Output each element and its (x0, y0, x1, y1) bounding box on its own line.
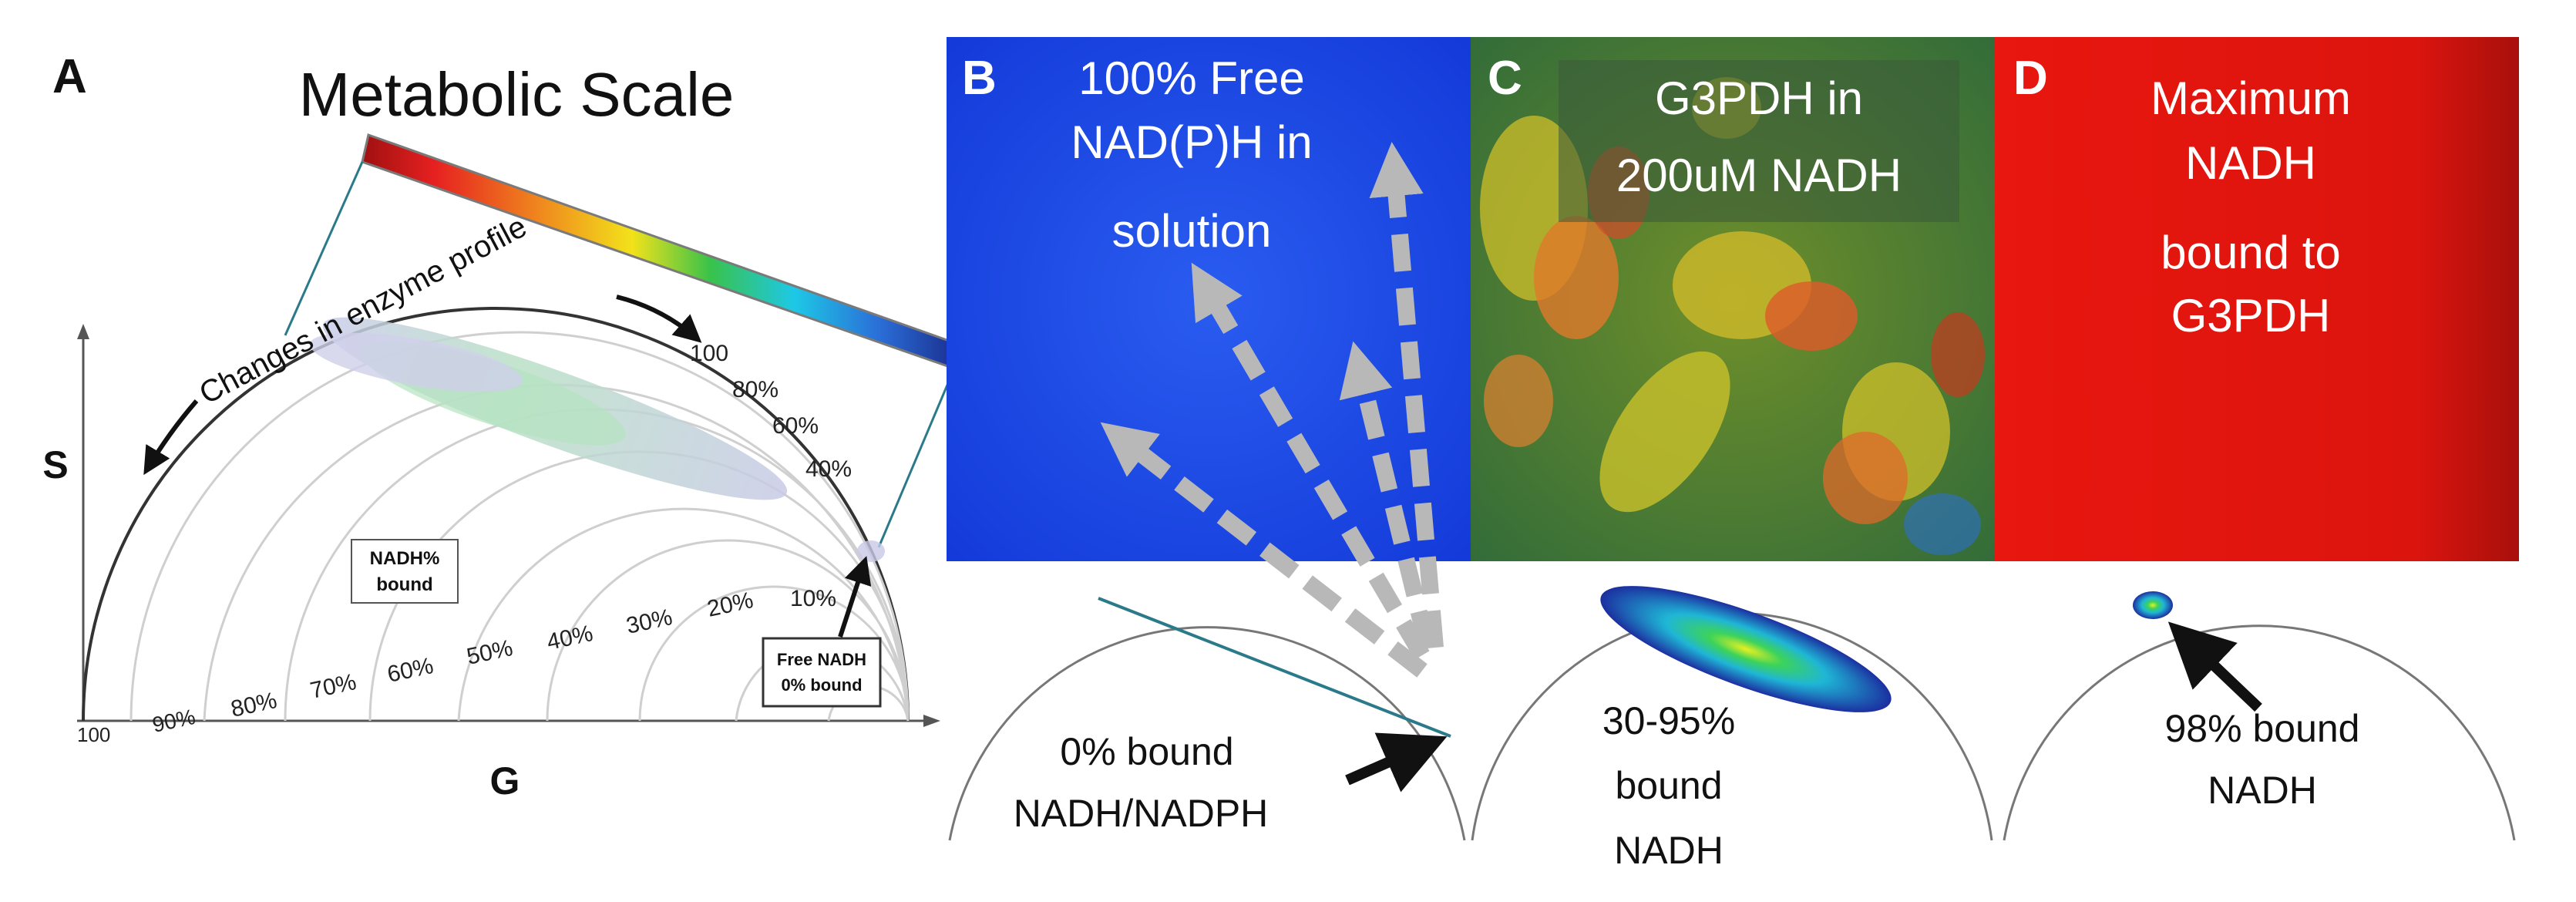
enzyme-arrow-right (616, 294, 702, 343)
free-nadh-box (762, 637, 882, 708)
panel-c-annotation-2: bound (1615, 764, 1722, 807)
panel-d-title-1: Maximum (2151, 72, 2351, 124)
gray-arrow-1 (1100, 422, 1428, 678)
inner-tick-80: 80% (229, 688, 280, 722)
nadh-bound-legend-line1: NADH% (370, 548, 440, 569)
panel-b: B 100% Free NAD(P)H in solution 0% bound… (947, 37, 1471, 841)
inner-tick-40: 40% (545, 621, 596, 655)
outer-tick-40: 40% (805, 456, 852, 482)
panel-c-title-2: 200uM NADH (1616, 150, 1902, 201)
panel-d: D Maximum NADH bound to G3PDH 98% bound … (1995, 37, 2519, 841)
panel-d-annotation-1: 98% bound (2164, 707, 2359, 750)
panel-a-letter: A (52, 50, 87, 103)
gray-arrow-2 (1191, 262, 1430, 660)
panel-b-title-2: NAD(P)H in (1071, 116, 1312, 168)
nadh-bound-legend-box (351, 539, 459, 604)
s-axis-label: S (42, 443, 68, 486)
panel-c-title-1: G3PDH in (1655, 72, 1863, 124)
panel-d-image (1995, 37, 2519, 561)
panel-c: C G3PDH in 200uM NADH 30-95% bound NADH (1471, 37, 1995, 872)
panel-c-annotation-1: 30-95% (1602, 699, 1735, 742)
panel-c-phasor-cluster (1600, 586, 1892, 712)
inner-tick-60: 60% (385, 653, 436, 688)
nadh-bound-legend-line2: bound (376, 574, 432, 595)
inner-tick-20: 20% (705, 587, 756, 622)
panel-d-title-3: bound to (2161, 227, 2341, 278)
panel-b-letter: B (962, 52, 997, 105)
inner-tick-100: 100 (77, 723, 110, 746)
panel-b-annotation-2: NADH/NADPH (1014, 792, 1269, 835)
panel-b-teal-line (1098, 597, 1451, 738)
inner-tick-10: 10% (790, 586, 836, 611)
outer-tick-80: 80% (732, 377, 779, 402)
panel-d-phasor-cluster (2133, 591, 2173, 619)
g-axis-arrowhead (923, 715, 940, 727)
panel-b-annotation-1: 0% bound (1060, 730, 1233, 773)
panel-d-phasor-arc (2003, 624, 2516, 841)
outer-tick-100: 100 (690, 341, 728, 366)
gray-arrow-3 (1339, 341, 1436, 650)
panel-b-title-1: 100% Free (1078, 52, 1305, 104)
panel-b-title-3: solution (1112, 205, 1272, 257)
panel-c-title-backdrop (1559, 60, 1959, 222)
s-axis-arrowhead (77, 324, 89, 339)
panel-d-annotation-2: NADH (2208, 769, 2317, 812)
universal-semicircle (82, 307, 910, 722)
metabolic-scale-title: Metabolic Scale (299, 60, 735, 129)
inner-tick-30: 30% (624, 604, 675, 639)
panel-c-cell-texture (1480, 77, 1985, 555)
inner-tick-70: 70% (308, 669, 359, 704)
gray-dashed-arrows (1100, 141, 1444, 678)
panel-a: A Metabolic Scale S G (42, 50, 963, 803)
panel-b-pointer-arrow (1345, 732, 1448, 793)
panel-d-letter: D (2013, 52, 2048, 105)
enzyme-arrow-left (143, 399, 199, 476)
scale-connector-left (284, 161, 364, 336)
free-nadh-line1: Free NADH (777, 650, 866, 669)
g-axis-label: G (490, 759, 520, 803)
free-nadh-line2: 0% bound (781, 675, 862, 695)
phasor-cloud (310, 317, 885, 562)
gray-arrow-4 (1369, 141, 1444, 648)
panel-c-letter: C (1488, 52, 1522, 105)
panel-d-title-4: G3PDH (2171, 290, 2331, 342)
panel-c-annotation-3: NADH (1614, 829, 1723, 872)
panel-d-title-2: NADH (2185, 137, 2316, 189)
inner-tick-50: 50% (465, 635, 516, 670)
outer-tick-60: 60% (772, 413, 819, 439)
scale-connector-right (877, 368, 956, 548)
inner-tick-90: 90% (150, 705, 197, 737)
free-nadh-arrow (838, 556, 872, 638)
panel-d-pointer-arrow (2167, 621, 2262, 712)
